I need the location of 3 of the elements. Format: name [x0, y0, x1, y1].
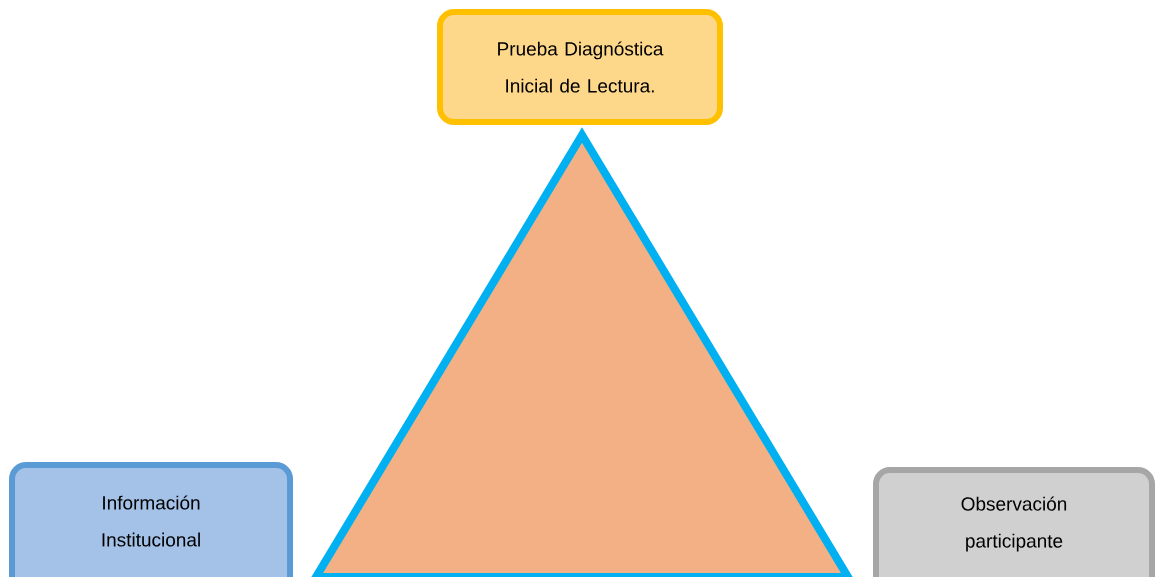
text-box: Información Institucional	[9, 462, 293, 577]
text-box: Prueba Diagnóstica Inicial de Lectura.	[437, 9, 723, 125]
text-box: Observación participante	[873, 467, 1155, 577]
